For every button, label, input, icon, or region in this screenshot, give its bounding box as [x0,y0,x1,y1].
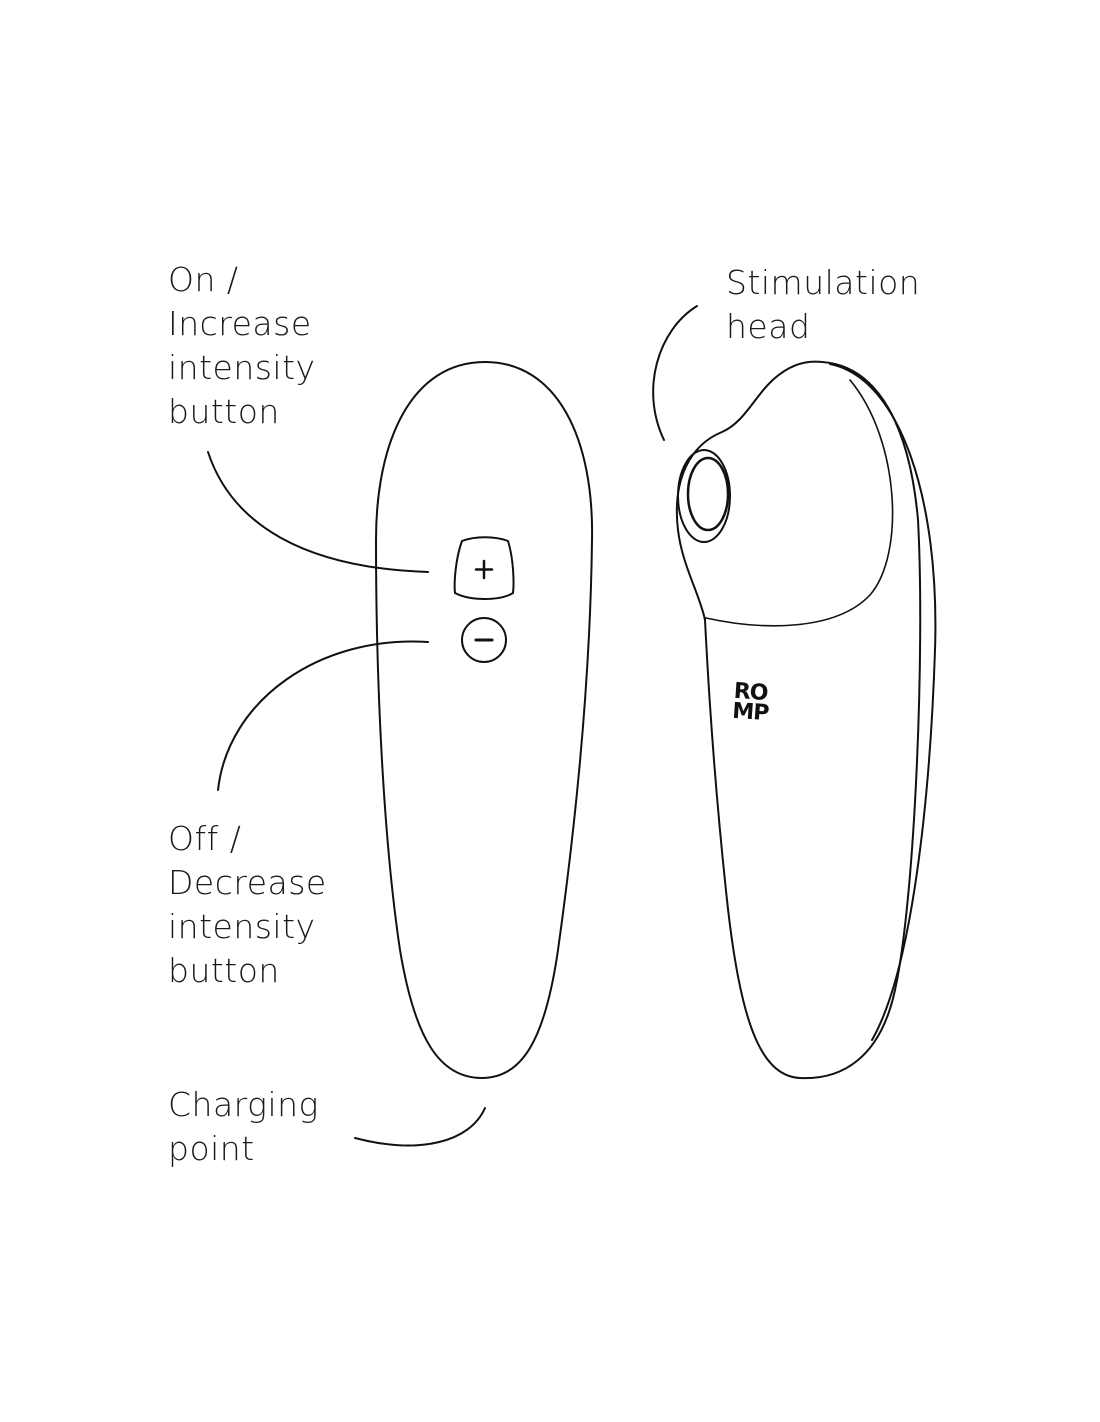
device-front-outline [374,360,594,1080]
logo-line: MP [731,698,770,727]
label-line: Decrease [168,863,327,902]
label-line: Off / [168,819,242,858]
stimulation-head-ring [677,449,731,543]
label-line: head [726,307,811,346]
label-line: Stimulation [726,263,921,302]
leader-charging [354,1107,486,1147]
minus-button[interactable] [461,617,507,663]
label-line: Charging [168,1085,319,1124]
label-decrease-button: Off / Decrease intensity button [168,817,327,993]
head-contour [705,379,894,627]
label-line: button [168,951,280,990]
device-side-outline [675,360,922,1080]
label-line: intensity [168,348,316,387]
stimulation-head-opening [686,456,730,532]
leader-decrease [217,640,429,791]
plus-icon [474,559,494,580]
leader-head [652,305,698,441]
label-line: button [168,392,280,431]
romp-logo: RO MP [731,679,771,727]
device-back-edge [829,363,937,1041]
plus-button[interactable] [453,536,515,600]
label-charging-point: Charging point [168,1083,319,1171]
label-line: point [168,1129,255,1168]
label-stimulation-head: Stimulation head [726,261,920,349]
label-line: intensity [168,907,316,946]
label-line: Increase [168,304,312,343]
label-increase-button: On / Increase intensity button [168,258,316,434]
label-line: On / [168,260,239,299]
leader-increase [207,451,429,573]
